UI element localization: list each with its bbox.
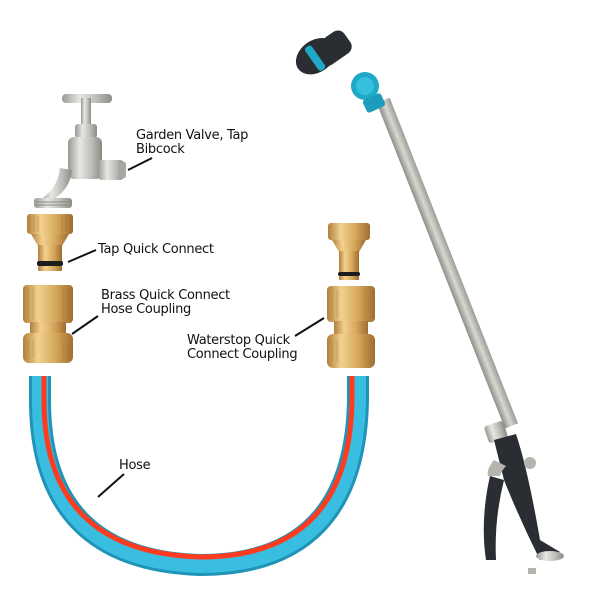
waterstop-leader-line (294, 317, 325, 337)
tap-quick-connect-label: Tap Quick Connect (98, 243, 214, 257)
brass-coupling-label: Brass Quick Connect Hose Coupling (101, 289, 230, 317)
spray-nozzle-head (295, 30, 386, 113)
tap-quick-connect-right (328, 223, 370, 280)
watering-wand (295, 30, 564, 574)
garden-hose (29, 376, 369, 577)
waterstop-coupling-label-line2: Connect Coupling (187, 347, 298, 362)
tap-quick-connect-label-line1: Tap Quick Connect (98, 242, 214, 257)
trigger-grip-handle (483, 421, 564, 574)
brass-coupling-label-line1: Brass Quick Connect (101, 288, 230, 303)
waterstop-coupling-label: Waterstop Quick Connect Coupling (187, 333, 298, 362)
waterstop-coupling-right (327, 286, 375, 368)
garden-valve-leader-line (127, 157, 153, 171)
hose-leader-line (97, 473, 125, 498)
tap-quick-connect-leader-line (67, 249, 97, 263)
hose-label-line1: Hose (119, 458, 151, 473)
hose-label: Hose (119, 458, 151, 473)
waterstop-coupling-label-line1: Waterstop Quick (187, 333, 290, 348)
brass-coupling-label-line2: Hose Coupling (101, 302, 191, 317)
garden-valve-tap (34, 94, 126, 208)
tap-quick-connect-left (27, 214, 73, 271)
brass-coupling-leader-line (71, 315, 99, 335)
garden-valve-label-line1: Garden Valve, Tap (136, 128, 249, 143)
garden-valve-label-line2: Bibcock (136, 142, 185, 157)
brass-hose-coupling-left (23, 285, 73, 363)
garden-valve-label: Garden Valve, Tap Bibcock (136, 129, 248, 157)
